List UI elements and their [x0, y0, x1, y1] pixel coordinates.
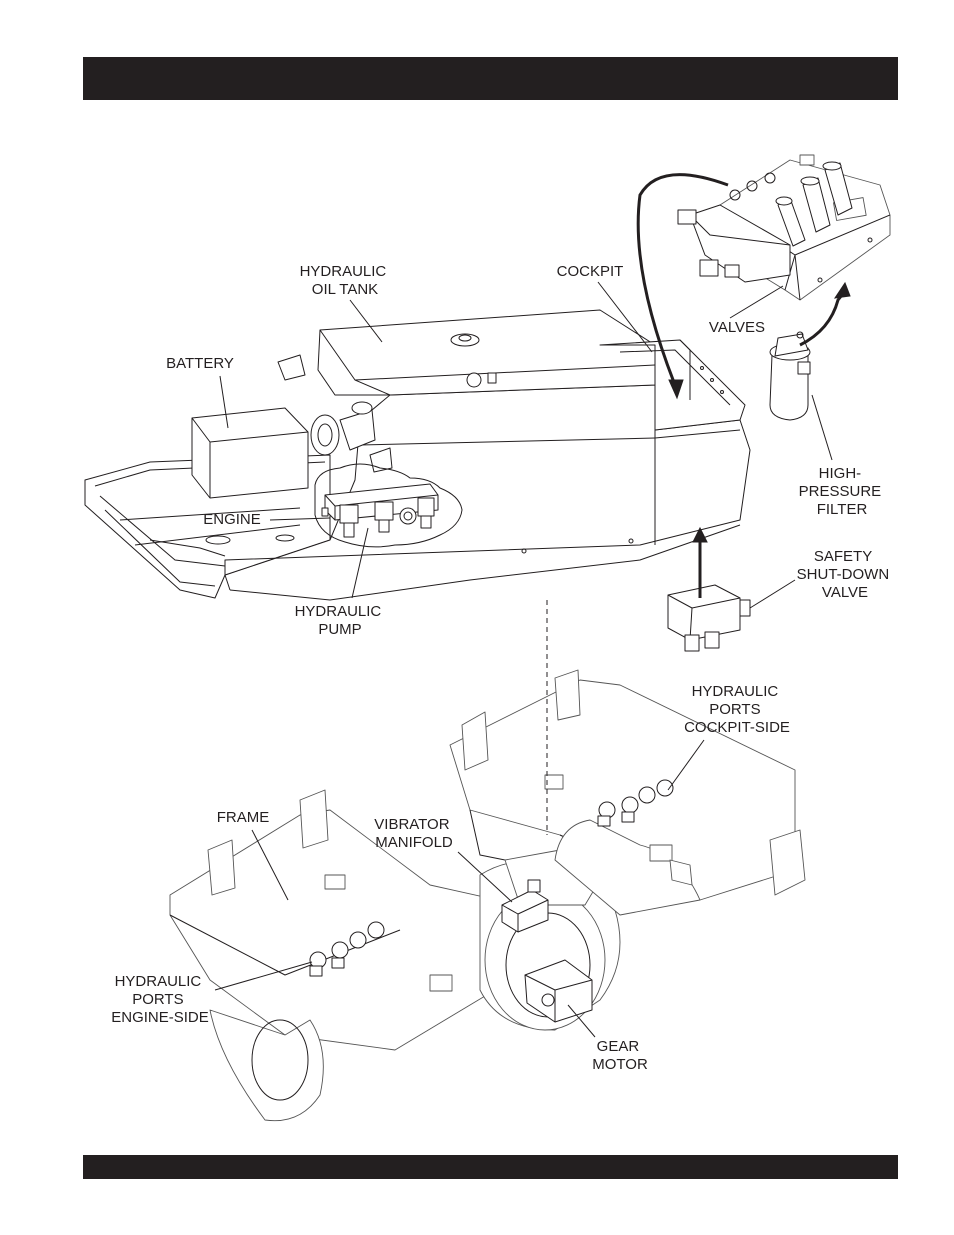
label-hydraulic-ports-engine-side: HYDRAULIC PORTS ENGINE-SIDE [111, 973, 209, 1026]
label-battery: BATTERY [166, 355, 234, 372]
label-hydraulic-oil-tank: HYDRAULIC OIL TANK [300, 263, 391, 298]
label-valves: VALVES [709, 319, 765, 336]
high-pressure-filter-drawing [770, 332, 810, 420]
label-engine: ENGINE [203, 511, 261, 528]
label-frame: FRAME [217, 809, 270, 826]
frame-drawing [170, 670, 805, 1121]
label-hydraulic-ports-cockpit-side: HYDRAULIC PORTS COCKPIT-SIDE [684, 683, 790, 736]
label-high-pressure-filter: HIGH- PRESSURE FILTER [799, 465, 886, 518]
upper-assembly-drawing [85, 310, 750, 600]
label-gear-motor: GEAR MOTOR [592, 1038, 648, 1073]
label-cockpit: COCKPIT [557, 263, 624, 280]
label-hydraulic-pump: HYDRAULIC PUMP [295, 603, 386, 638]
safety-shutdown-valve-drawing [668, 585, 750, 651]
label-vibrator-manifold: VIBRATOR MANIFOLD [374, 816, 453, 851]
label-safety-shutdown-valve: SAFETY SHUT-DOWN VALVE [797, 548, 894, 601]
valves-drawing [678, 155, 890, 300]
